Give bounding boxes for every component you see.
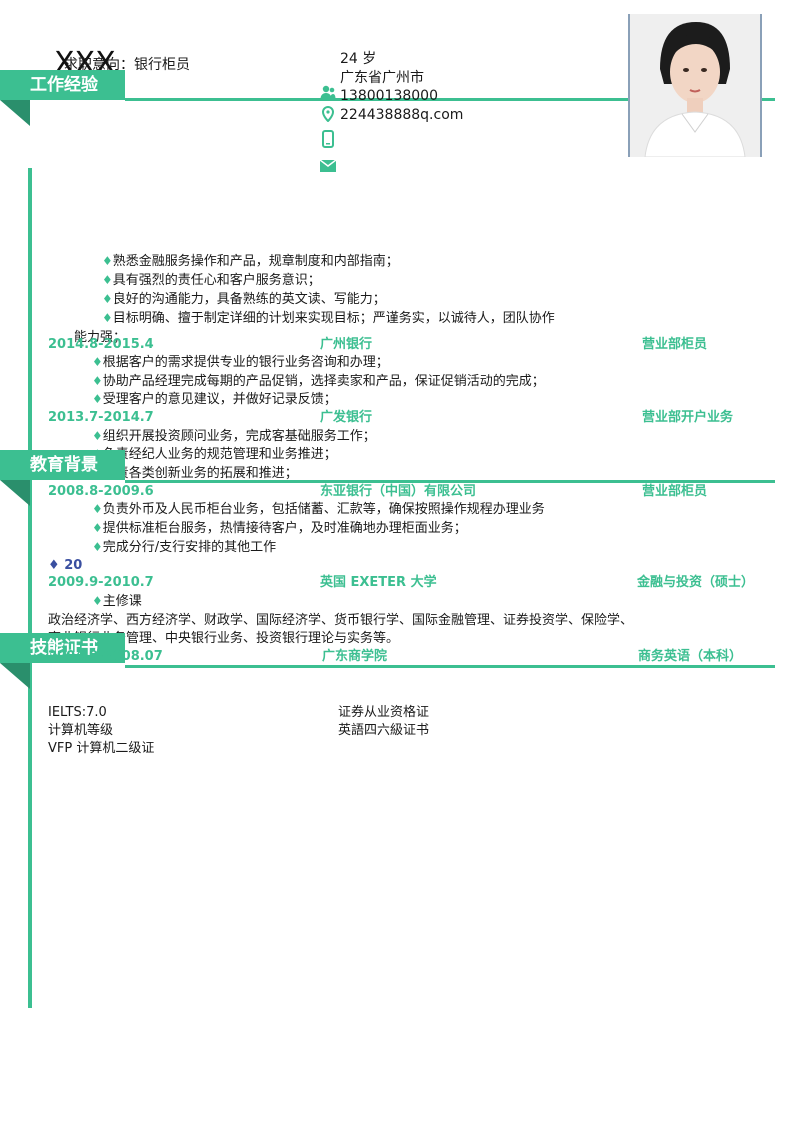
education-tab-corner [0,450,30,480]
diamond-bullet-icon: ♦ [92,374,103,388]
education-tab-fold [0,480,30,506]
skill-item: VFP 计算机二级证 [48,741,155,756]
timeline-bar [28,168,32,1008]
job-date: 2014.8-2015.4 [48,337,154,352]
work-tab-fold [0,100,30,126]
diamond-bullet-icon: ♦ [92,502,103,516]
skill-item: 计算机等级 [48,723,114,738]
skill-item: IELTS:7.0 [48,705,107,720]
diamond-bullet-icon: ♦ [92,540,103,554]
diamond-bullet-icon: ♦ [92,594,103,608]
edu-school: 英国 EXETER 大学 [320,575,437,590]
diamond-bullet-icon: ♦ [48,558,65,573]
diamond-bullet-icon: ♦ [102,292,113,306]
job-duty: ♦组织开展投资顾问业务，完成客基础服务工作； [92,429,376,444]
job-duty: ♦协助产品经理完成每期的产品促销，选择卖家和产品，保证促销活动的完成； [92,374,545,389]
course-label: ♦主修课 [92,594,142,609]
job-title: 营业部开户业务 [642,410,734,425]
stray-marker: ♦ 20 [48,558,83,573]
phone: 13800138000 [340,88,438,104]
job-duty: ♦根据客户的需求提供专业的银行业务咨询和办理； [92,355,389,370]
edu-major: 商务英语（本科） [638,649,743,664]
job-duty: ♦负责外币及人民币柜台业务，包括储蓄、汇款等，确保按照操作规程办理业务 [92,502,545,517]
edu-major: 金融与投资（硕士） [637,575,755,590]
job-intent-value: 银行柜员 [134,57,190,73]
location-pin-icon [320,105,336,123]
job-date: 2013.7-2014.7 [48,410,154,425]
job-title: 营业部柜员 [642,337,708,352]
job-company: 广州银行 [320,337,373,352]
section-title-work: 工作经验 [30,70,125,100]
age: 24 岁 [340,51,377,67]
envelope-icon [319,157,337,173]
work-tab-corner [0,70,30,100]
job-company: 东亚银行（中国）有限公司 [320,484,477,499]
job-title: 营业部柜员 [642,484,708,499]
job-duty: ♦负责经纪人业务的规范管理和业务推进； [92,446,337,463]
work-divider [125,98,775,101]
location: 广东省广州市 [340,70,424,86]
email: 224438888q.com [340,107,464,123]
person-icon [320,84,336,100]
skills-divider [125,665,775,668]
section-title-education: 教育背景 [30,450,125,480]
diamond-bullet-icon: ♦ [102,273,113,287]
job-company: 广发银行 [320,410,373,425]
diamond-bullet-icon: ♦ [102,311,113,325]
course-list: 政治经济学、西方经济学、财政学、国际经济学、货币银行学、国际金融管理、证券投资学… [48,613,634,628]
job-intent: 求职意向：银行柜员 [64,56,190,74]
skill-item: 英語四六級证书 [338,723,430,738]
diamond-bullet-icon: ♦ [92,392,103,406]
job-date: 2008.8-2009.6 [48,484,154,499]
edu-date: 2009.9-2010.7 [48,575,154,590]
edu-date: 2004.9-2008.07 [48,649,163,664]
profile-item: ♦熟悉金融服务操作和产品，规章制度和内部指南； [102,254,399,269]
diamond-bullet-icon: ♦ [92,355,103,369]
education-divider [125,480,775,483]
skills-tab-fold [0,663,30,689]
job-duty: ♦完成分行/支行安排的其他工作 [92,540,277,555]
profile-item-continued: 能力强； [74,330,127,345]
profile-item: ♦目标明确、擅于制定详细的计划来实现目标；严谨务实，以诚待人，团队协作 [102,311,555,326]
diamond-bullet-icon: ♦ [92,521,103,535]
profile-item: ♦良好的沟通能力，具备熟练的英文读、写能力； [102,292,386,307]
skills-tab-corner [0,633,30,663]
section-title-skills: 技能证书 [30,633,125,663]
course-list-continued: 商业银行业务管理、中央银行业务、投资银行理论与实务等。 [48,631,400,646]
phone-icon [321,130,337,148]
profile-photo [628,14,762,157]
edu-school: 广东商学院 [322,649,388,664]
skill-item: 证券从业资格证 [338,705,430,720]
job-duty: ♦提供标准柜台服务，热情接待客户，及时准确地办理柜面业务； [92,521,467,536]
job-intent-label: 求职意向： [64,57,134,73]
job-duty: ♦受理客户的意见建议，并做好记录反馈； [92,392,337,407]
diamond-bullet-icon: ♦ [92,429,103,443]
profile-item: ♦具有强烈的责任心和客户服务意识； [102,273,321,288]
diamond-bullet-icon: ♦ [102,254,113,268]
